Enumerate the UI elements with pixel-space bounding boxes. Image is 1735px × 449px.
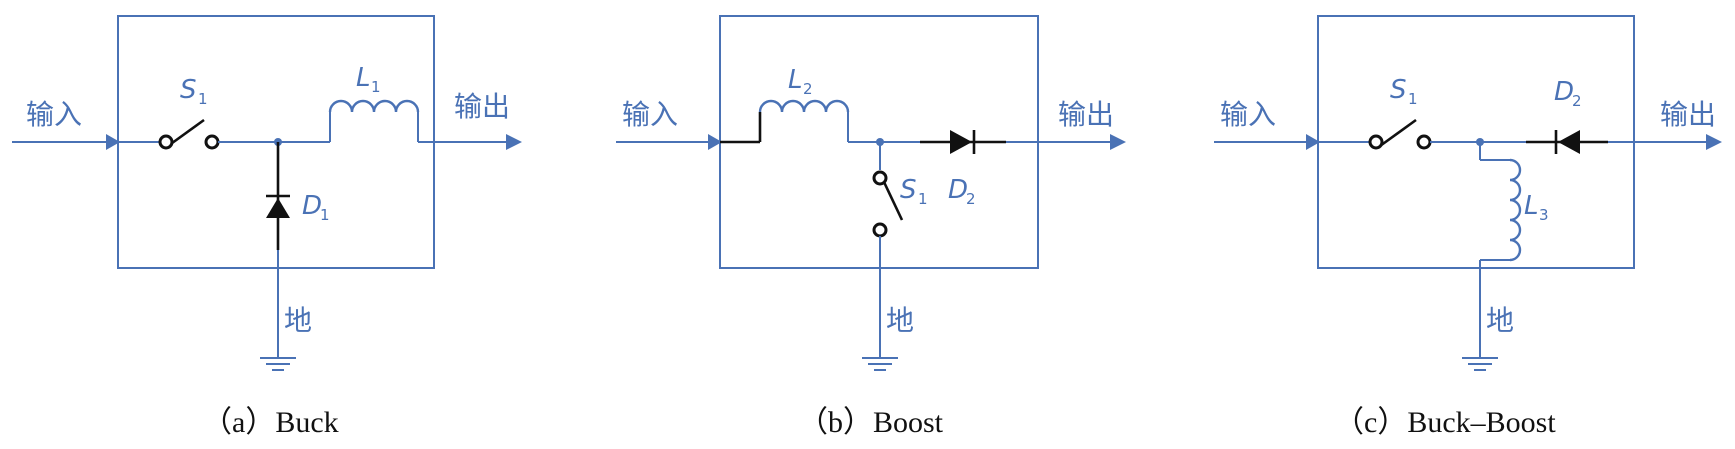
boost-input-arrow [708,134,722,150]
buckboost-caption: （c）Buck–Boost [1334,406,1556,439]
buck-output-label: 输出 [454,90,510,123]
buck-inductor-label: L [356,63,371,93]
boost-inductor-label: L [788,65,803,95]
panel-buck: 输入 S 1 L 1 输出 D 1 [12,15,522,439]
boost-inductor [758,99,850,113]
boost-diode [950,130,972,154]
boost-switch-label: S [900,175,917,205]
buck-inductor [328,99,420,113]
buckboost-output-label: 输出 [1660,98,1716,131]
boost-ground-icon [862,357,898,371]
buck-diode-label: D [302,191,322,221]
buck-diode-sub: 1 [320,206,330,224]
buckboost-input-arrow [1306,134,1320,150]
boost-input-label: 输入 [622,98,678,131]
buckboost-ground-label: 地 [1486,304,1514,337]
buckboost-ground-icon [1462,357,1498,371]
buckboost-switch-sub: 1 [1408,90,1418,108]
buckboost-diode [1558,130,1580,154]
buckboost-inductor-sub: 3 [1539,206,1549,224]
boost-output-arrow [1110,134,1126,150]
panel-boost: 输入 L 2 D 2 输出 S 1 [616,15,1126,439]
buck-ground-icon [260,357,296,371]
buck-input-arrow [106,134,120,150]
buck-switch-sub: 1 [198,90,208,108]
buck-diode [266,198,290,218]
buck-input-label: 输入 [26,98,82,131]
buck-switch-label: S [180,75,197,105]
buck-ground-label: 地 [284,304,312,337]
buck-switch [158,118,220,150]
boost-inductor-sub: 2 [803,80,813,98]
buck-inductor-sub: 1 [371,78,381,96]
boost-caption: （b）Boost [798,406,944,439]
buckboost-input-label: 输入 [1220,98,1276,131]
buckboost-diode-label: D [1554,77,1574,107]
panel-buck-boost: 输入 S 1 D 2 输出 L 3 [1214,15,1722,439]
buck-caption: （a）Buck [202,406,339,439]
boost-output-label: 输出 [1058,98,1114,131]
buckboost-switch-label: S [1390,75,1407,105]
buckboost-diode-sub: 2 [1572,92,1582,110]
boost-ground-label: 地 [886,304,914,337]
buckboost-inductor-label: L [1524,191,1539,221]
buckboost-output-arrow [1706,134,1722,150]
boost-switch-sub: 1 [918,190,928,208]
boost-switch [872,170,904,238]
buckboost-switch [1368,118,1432,150]
boost-diode-label: D [948,175,968,205]
boost-diode-sub: 2 [966,190,976,208]
buck-output-arrow [506,134,522,150]
buckboost-inductor [1509,158,1522,262]
